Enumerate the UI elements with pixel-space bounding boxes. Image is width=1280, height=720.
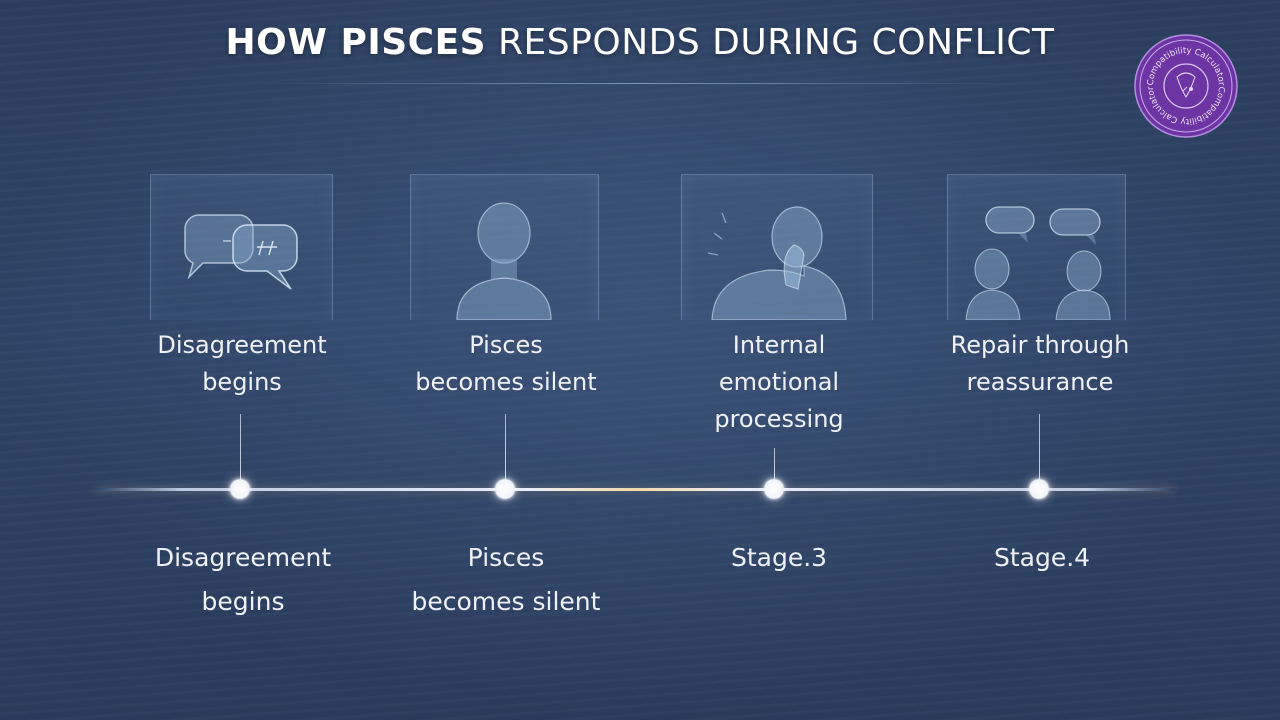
stage-3-bottom-line-1: Stage.3: [730, 543, 828, 572]
stage-4-label: Repair through reassurance: [910, 327, 1170, 401]
timeline-node-1: [230, 479, 250, 499]
stage-2-bottom-line-2: becomes silent: [411, 587, 601, 616]
stage-4-bottom-label: Stage.4: [902, 536, 1182, 580]
title-rest: RESPONDS DURING CONFLICT: [486, 22, 1055, 63]
stage-3-label-line-3: processing: [714, 405, 844, 433]
timeline-node-3: [764, 479, 784, 499]
stage-1-label-line-2: begins: [202, 368, 282, 396]
stage-2-bottom-label: Pisces becomes silent: [366, 536, 646, 624]
stage-1-bottom-label: Disagreement begins: [103, 536, 383, 624]
two-people-talking-icon: [965, 206, 1111, 320]
page-title: HOW PISCES RESPONDS DURING CONFLICT: [0, 22, 1280, 63]
stage-3-label-line-2: emotional: [718, 368, 840, 396]
timeline-node-2: [495, 479, 515, 499]
stage-1-bottom-line-2: begins: [201, 587, 285, 616]
stage-4-label-line-1: Repair through: [950, 331, 1130, 359]
stage-3-bottom-label: Stage.3: [639, 536, 919, 580]
stage-3-connector: [774, 448, 775, 480]
stage-1-label-line-1: Disagreement: [157, 331, 327, 359]
speech-bubbles-icon: [184, 214, 298, 290]
stage-2-label-line-1: Pisces: [469, 331, 543, 359]
stage-4-connector: [1039, 414, 1040, 480]
stage-2-label-line-2: becomes silent: [415, 368, 597, 396]
timeline-line: [95, 488, 1175, 491]
timeline-node-4: [1029, 479, 1049, 499]
title-highlight: HOW PISCES: [225, 22, 487, 63]
stage-2-card: [410, 174, 599, 320]
stage-1-connector: [240, 414, 241, 480]
stage-1-card: [150, 174, 333, 320]
stage-3-card: [681, 174, 873, 320]
stage-2-connector: [505, 414, 506, 480]
stage-3-label: Internal emotional processing: [649, 327, 909, 438]
stage-4-bottom-line-1: Stage.4: [993, 543, 1091, 572]
title-divider: [255, 83, 1025, 84]
stage-4-card: [947, 174, 1126, 320]
stage-4-label-line-2: reassurance: [966, 368, 1114, 396]
stage-3-label-line-1: Internal: [732, 331, 826, 359]
stage-2-label: Pisces becomes silent: [376, 327, 636, 401]
stage-2-bottom-line-1: Pisces: [467, 543, 545, 572]
stage-1-bottom-line-1: Disagreement: [154, 543, 332, 572]
silent-person-icon: [456, 202, 552, 320]
stage-1-label: Disagreement begins: [112, 327, 372, 401]
compatibility-calculator-seal: Compatibility Calculator Compatibility C…: [1134, 34, 1238, 138]
thinking-person-icon: [707, 206, 847, 320]
